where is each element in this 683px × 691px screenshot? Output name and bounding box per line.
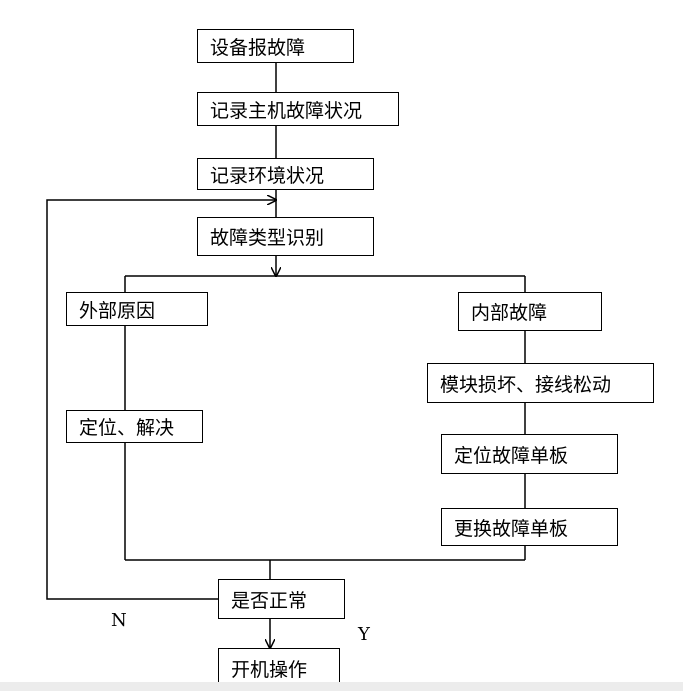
edge-label-no: N: [111, 610, 127, 631]
edge-label-yes: Y: [358, 624, 370, 645]
node-report-fault: 设备报故障: [197, 29, 354, 63]
node-power-on: 开机操作: [218, 648, 340, 688]
node-locate-board: 定位故障单板: [441, 434, 618, 474]
node-external-cause: 外部原因: [66, 292, 208, 326]
node-module-damage: 模块损坏、接线松动: [427, 363, 654, 403]
node-is-normal: 是否正常: [218, 579, 345, 619]
node-record-env: 记录环境状况: [197, 158, 374, 190]
node-identify-type: 故障类型识别: [197, 217, 374, 256]
bottom-strip: [0, 682, 683, 691]
node-locate-solve: 定位、解决: [66, 410, 203, 443]
edge-no-loop: [46, 200, 276, 600]
node-internal-fault: 内部故障: [458, 292, 602, 331]
node-replace-board: 更换故障单板: [441, 508, 618, 546]
node-record-host-fault: 记录主机故障状况: [197, 92, 399, 126]
